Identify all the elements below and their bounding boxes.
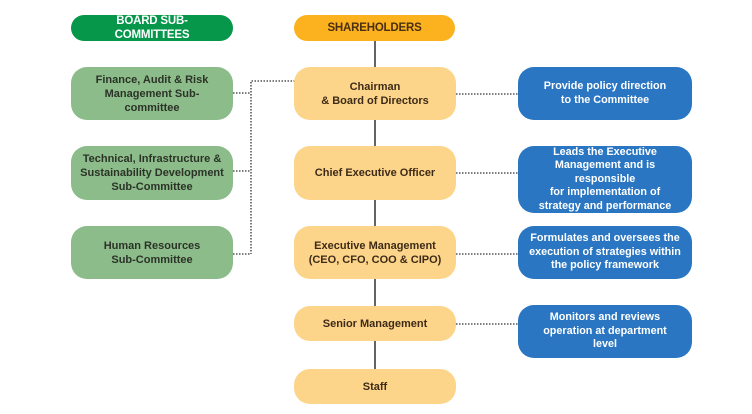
dotted-connector-board-bus xyxy=(250,80,295,254)
role-policy-direction: Provide policy direction to the Committe… xyxy=(518,67,692,120)
subcommittee-finance-audit-risk: Finance, Audit & Risk Management Sub-com… xyxy=(71,67,233,120)
role-monitors-operations: Monitors and reviews operation at depart… xyxy=(518,305,692,358)
node-chairman-board: Chairman & Board of Directors xyxy=(294,67,456,120)
node-staff: Staff xyxy=(294,369,456,404)
shareholders-header: SHAREHOLDERS xyxy=(294,15,455,41)
node-executive-management: Executive Management (CEO, CFO, COO & CI… xyxy=(294,226,456,279)
role-leads-executive: Leads the Executive Management and is re… xyxy=(518,146,692,213)
role-formulates-strategies: Formulates and oversees the execution of… xyxy=(518,226,692,279)
board-subcommittees-header: BOARD SUB-COMMITTEES xyxy=(71,15,233,41)
subcommittee-human-resources: Human Resources Sub-Committee xyxy=(71,226,233,279)
node-senior-management: Senior Management xyxy=(294,306,456,341)
node-ceo: Chief Executive Officer xyxy=(294,146,456,200)
subcommittee-technical-infrastructure: Technical, Infrastructure & Sustainabili… xyxy=(71,146,233,200)
